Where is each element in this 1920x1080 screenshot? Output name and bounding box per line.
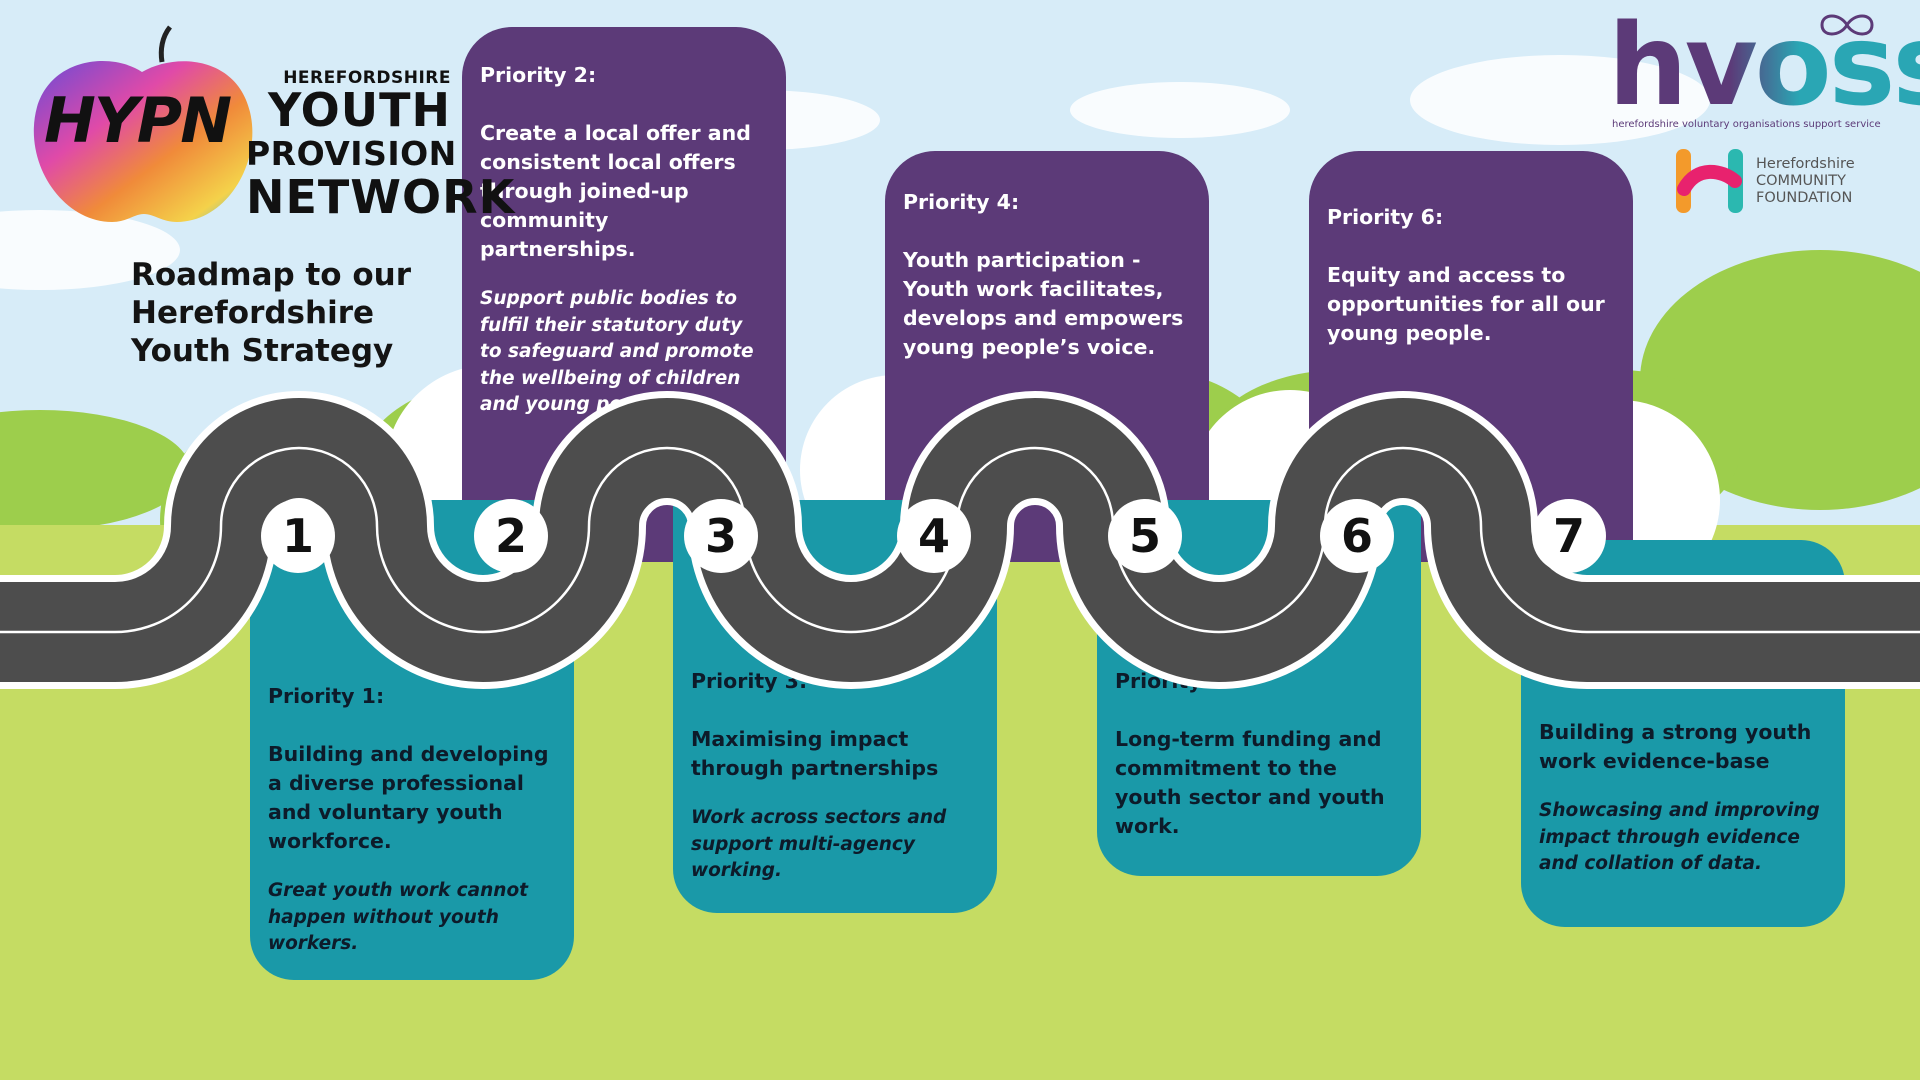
hvoss-logo-text: hvoss <box>1608 1 1920 131</box>
hcf-name: Herefordshire COMMUNITY FOUNDATION <box>1756 156 1896 207</box>
network-title: HEREFORDSHIRE YOUTH PROVISION NETWORK <box>246 70 451 220</box>
hvoss-logo: hvoss <box>1608 10 1920 122</box>
step-6-marker: 6 <box>1320 499 1394 573</box>
step-2-marker: 2 <box>474 499 548 573</box>
step-4-marker: 4 <box>897 499 971 573</box>
hcf-logo-icon <box>1672 145 1748 217</box>
network-title-line4: NETWORK <box>246 174 451 220</box>
page-title: Roadmap to our Herefordshire Youth Strat… <box>131 256 461 370</box>
network-title-line2: YOUTH <box>246 87 451 133</box>
step-5-marker: 5 <box>1108 499 1182 573</box>
step-7-marker: 7 <box>1532 499 1606 573</box>
hypn-logo-text: HYPN <box>44 90 230 152</box>
network-title-line3: PROVISION <box>246 137 451 170</box>
step-3-marker: 3 <box>684 499 758 573</box>
hvoss-tagline: herefordshire voluntary organisations su… <box>1612 119 1881 130</box>
step-1-marker: 1 <box>261 499 335 573</box>
